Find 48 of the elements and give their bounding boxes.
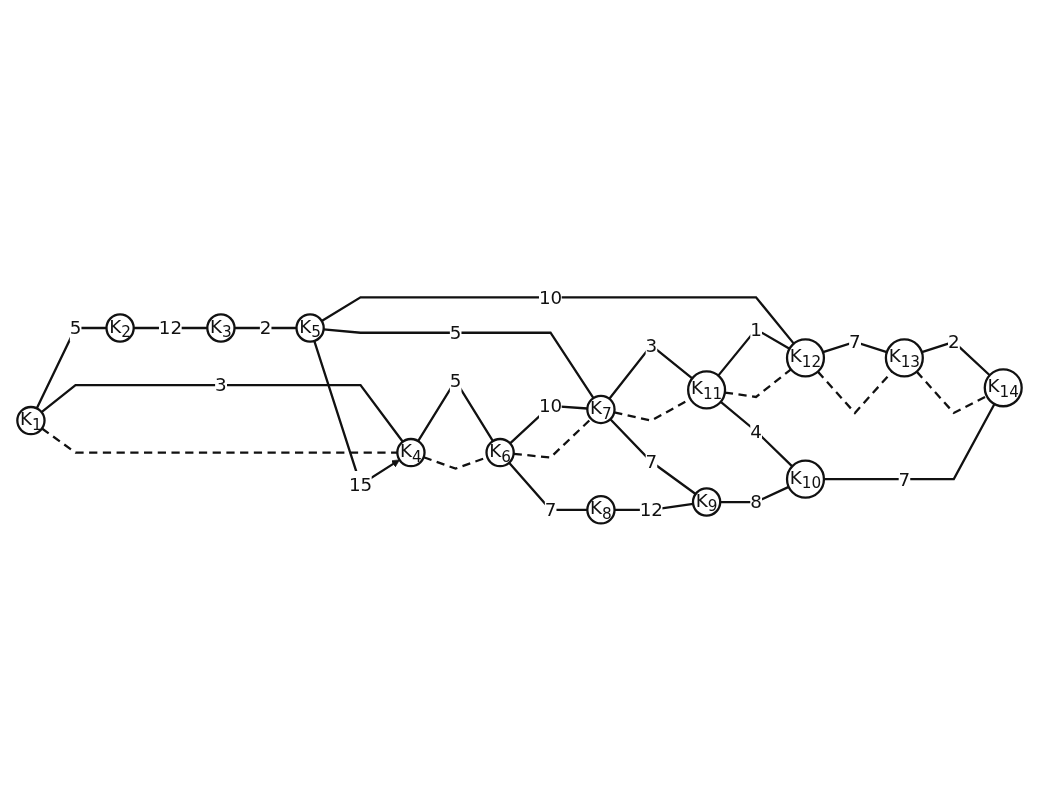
edge-label: 7 xyxy=(898,468,911,491)
edge-label: 5 xyxy=(449,321,462,344)
connector xyxy=(40,383,404,443)
node-circle: K$_{12}$ xyxy=(785,338,826,378)
node-circle: K$_{8}$ xyxy=(586,495,616,525)
edge-label: 10 xyxy=(538,286,563,309)
edge-label: 5 xyxy=(449,369,462,392)
edge-label: 7 xyxy=(645,450,658,473)
connector xyxy=(915,370,988,415)
connector xyxy=(609,418,697,495)
edge-label: 4 xyxy=(750,420,762,443)
node-circle: K$_{7}$ xyxy=(586,394,616,425)
connector xyxy=(41,427,398,454)
node-circle: K$_{1}$ xyxy=(16,405,46,436)
edge-label: 7 xyxy=(544,498,557,521)
node-circle: K$_{2}$ xyxy=(105,313,135,343)
connector xyxy=(508,462,588,511)
node-circle: K$_{13}$ xyxy=(884,338,924,378)
connector xyxy=(720,400,794,468)
node-circle: K$_{9}$ xyxy=(691,487,722,517)
edge-label: 3 xyxy=(645,334,658,357)
edge-label: 12 xyxy=(639,498,663,521)
edge-label: 2 xyxy=(947,330,960,353)
node-circle: K$_{3}$ xyxy=(206,313,236,343)
node-circle: K$_{10}$ xyxy=(785,459,826,499)
connector xyxy=(921,340,991,377)
connector xyxy=(321,296,795,345)
edge-label: 7 xyxy=(849,330,861,353)
connector xyxy=(35,326,107,409)
node-circle: K$_{14}$ xyxy=(983,368,1023,408)
connector xyxy=(823,403,996,481)
node-circle: K$_{5}$ xyxy=(295,313,325,343)
connector xyxy=(513,418,592,459)
edge-label: 12 xyxy=(158,317,183,339)
node-circle: K$_{11}$ xyxy=(687,370,727,410)
edge-label: 2 xyxy=(259,317,272,339)
connector xyxy=(822,340,888,354)
node-circle: K$_{4}$ xyxy=(396,437,426,468)
edge-label: 10 xyxy=(538,394,563,417)
connector xyxy=(234,326,297,330)
edge-label: 1 xyxy=(750,318,762,341)
edge-label: 15 xyxy=(348,473,373,496)
edge-label: 5 xyxy=(69,317,82,339)
edge-label: 3 xyxy=(215,374,227,397)
connector xyxy=(323,328,595,399)
node-circle: K$_{6}$ xyxy=(485,437,515,468)
edge-label: 8 xyxy=(750,491,762,514)
connector xyxy=(724,368,792,399)
